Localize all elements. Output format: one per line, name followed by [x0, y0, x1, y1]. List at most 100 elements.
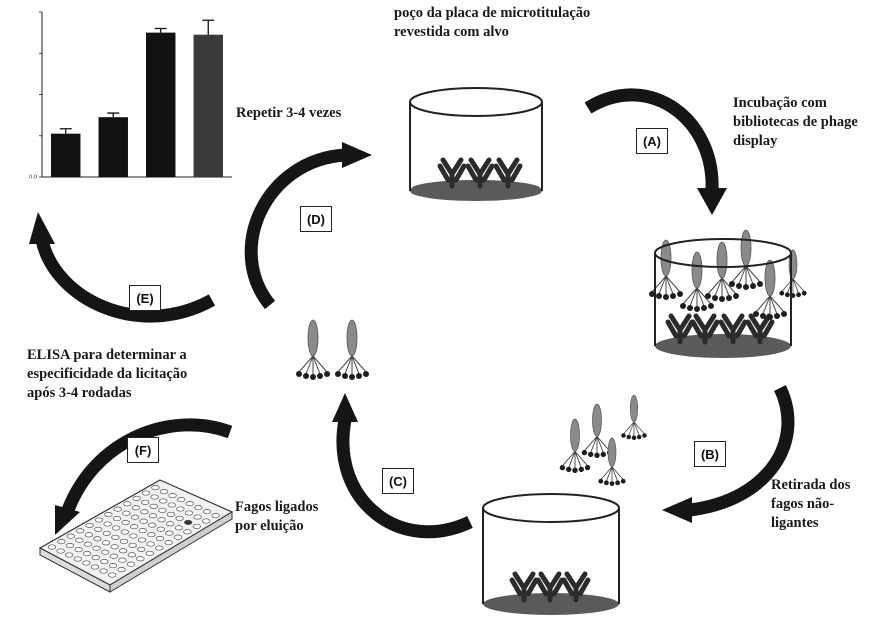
plate-well [119, 548, 128, 554]
plate-well [194, 505, 203, 511]
plate-well [166, 521, 175, 527]
plate-well [119, 538, 129, 544]
arrow-e [35, 238, 216, 323]
label-elution: Fagos ligados por eluição [235, 499, 319, 534]
plate-well [113, 506, 122, 512]
plate-well [183, 529, 192, 535]
plate-well [92, 545, 101, 551]
bound-phage [704, 241, 740, 303]
plate-well [123, 501, 132, 507]
plate-well [131, 505, 140, 511]
plate-well [155, 536, 165, 542]
plate-well [130, 514, 140, 520]
plate-well [108, 572, 117, 578]
plate-well [128, 542, 137, 548]
free-phage [779, 249, 807, 299]
label-elisa: ELISA para determinar a especificidade d… [27, 347, 188, 401]
plate-well [184, 510, 194, 516]
step-c-badge: (C) [382, 468, 414, 494]
plate-well [117, 567, 126, 573]
plate-well [148, 513, 158, 519]
plate-well [112, 516, 122, 522]
plate-well [148, 522, 157, 528]
plate-well [47, 544, 57, 550]
chart-error-bar [154, 27, 167, 33]
step-e-badge: (E) [129, 285, 161, 311]
plate-well [83, 541, 93, 547]
label-well-title: poço da placa de microtitulação revestid… [394, 5, 591, 40]
plate-well [193, 514, 202, 520]
plate-well [145, 550, 154, 556]
plate-well [211, 513, 220, 519]
plate-well [165, 530, 174, 536]
arrow-f [61, 418, 233, 513]
plate-well [94, 517, 104, 523]
step-b-badge: (B) [694, 441, 726, 467]
plate-well [175, 515, 184, 521]
plate-well [150, 494, 159, 500]
plate-well [146, 541, 155, 547]
label-repeat: Repetir 3-4 vezes [236, 105, 342, 121]
plate-well [93, 536, 102, 542]
plate-well [66, 533, 75, 539]
chart-bar [146, 32, 176, 177]
microtiter-well-incubated [648, 229, 807, 358]
plate-well [156, 526, 165, 532]
elisa-microplate [38, 479, 234, 593]
step-a-badge: (A) [636, 128, 668, 154]
label-removal: Retirada dos fagos não- ligantes [771, 477, 851, 531]
chart-error-bar [107, 112, 120, 118]
plate-well [99, 568, 108, 574]
chart-y-tick-label: 0.0 [29, 175, 37, 181]
plate-well [139, 518, 148, 524]
plate-well [126, 561, 136, 567]
plate-well [129, 533, 138, 539]
plate-well [104, 512, 113, 518]
plate-well [122, 510, 131, 516]
plate-well [137, 537, 147, 543]
plate-well [101, 540, 111, 546]
plate-well [102, 530, 111, 536]
plate-well [57, 539, 66, 545]
plate-well [173, 534, 183, 540]
plate-well [184, 519, 193, 525]
chart-bar [51, 133, 81, 177]
plate-well [141, 490, 151, 496]
plate-well [159, 489, 169, 495]
plate-well [85, 522, 94, 528]
chart-bar [98, 117, 128, 177]
bound-phage [679, 251, 715, 313]
plate-well [157, 517, 166, 523]
plate-well [76, 528, 85, 534]
plate-well [168, 493, 177, 499]
plate-well [91, 555, 100, 561]
plate-well [84, 532, 93, 538]
plate-well [90, 564, 100, 570]
plate-well [56, 548, 65, 554]
plate-well [136, 556, 145, 562]
plate-well [103, 521, 112, 527]
plate-well [147, 532, 156, 538]
microtiter-well-coated [409, 87, 543, 201]
plate-well [112, 525, 121, 531]
plate-well [109, 553, 118, 559]
elisa-bar-chart: 0.0 [29, 11, 232, 181]
arrow-c [336, 418, 473, 539]
step-f-badge: (F) [127, 437, 159, 463]
non-binding-phages [559, 394, 648, 487]
plate-well [141, 499, 150, 505]
arrow-d [244, 148, 346, 310]
plate-well [121, 520, 130, 526]
plate-well [159, 498, 168, 504]
plate-well [108, 563, 118, 569]
eluted-phages [295, 319, 370, 381]
plate-well [155, 545, 164, 551]
plate-well [167, 502, 176, 508]
plate-well [100, 559, 109, 565]
plate-well [185, 501, 194, 507]
plate-well [192, 523, 201, 529]
step-d-badge: (D) [300, 206, 332, 232]
plate-well [110, 544, 119, 550]
plate-well [120, 529, 129, 535]
plate-well [149, 503, 158, 509]
